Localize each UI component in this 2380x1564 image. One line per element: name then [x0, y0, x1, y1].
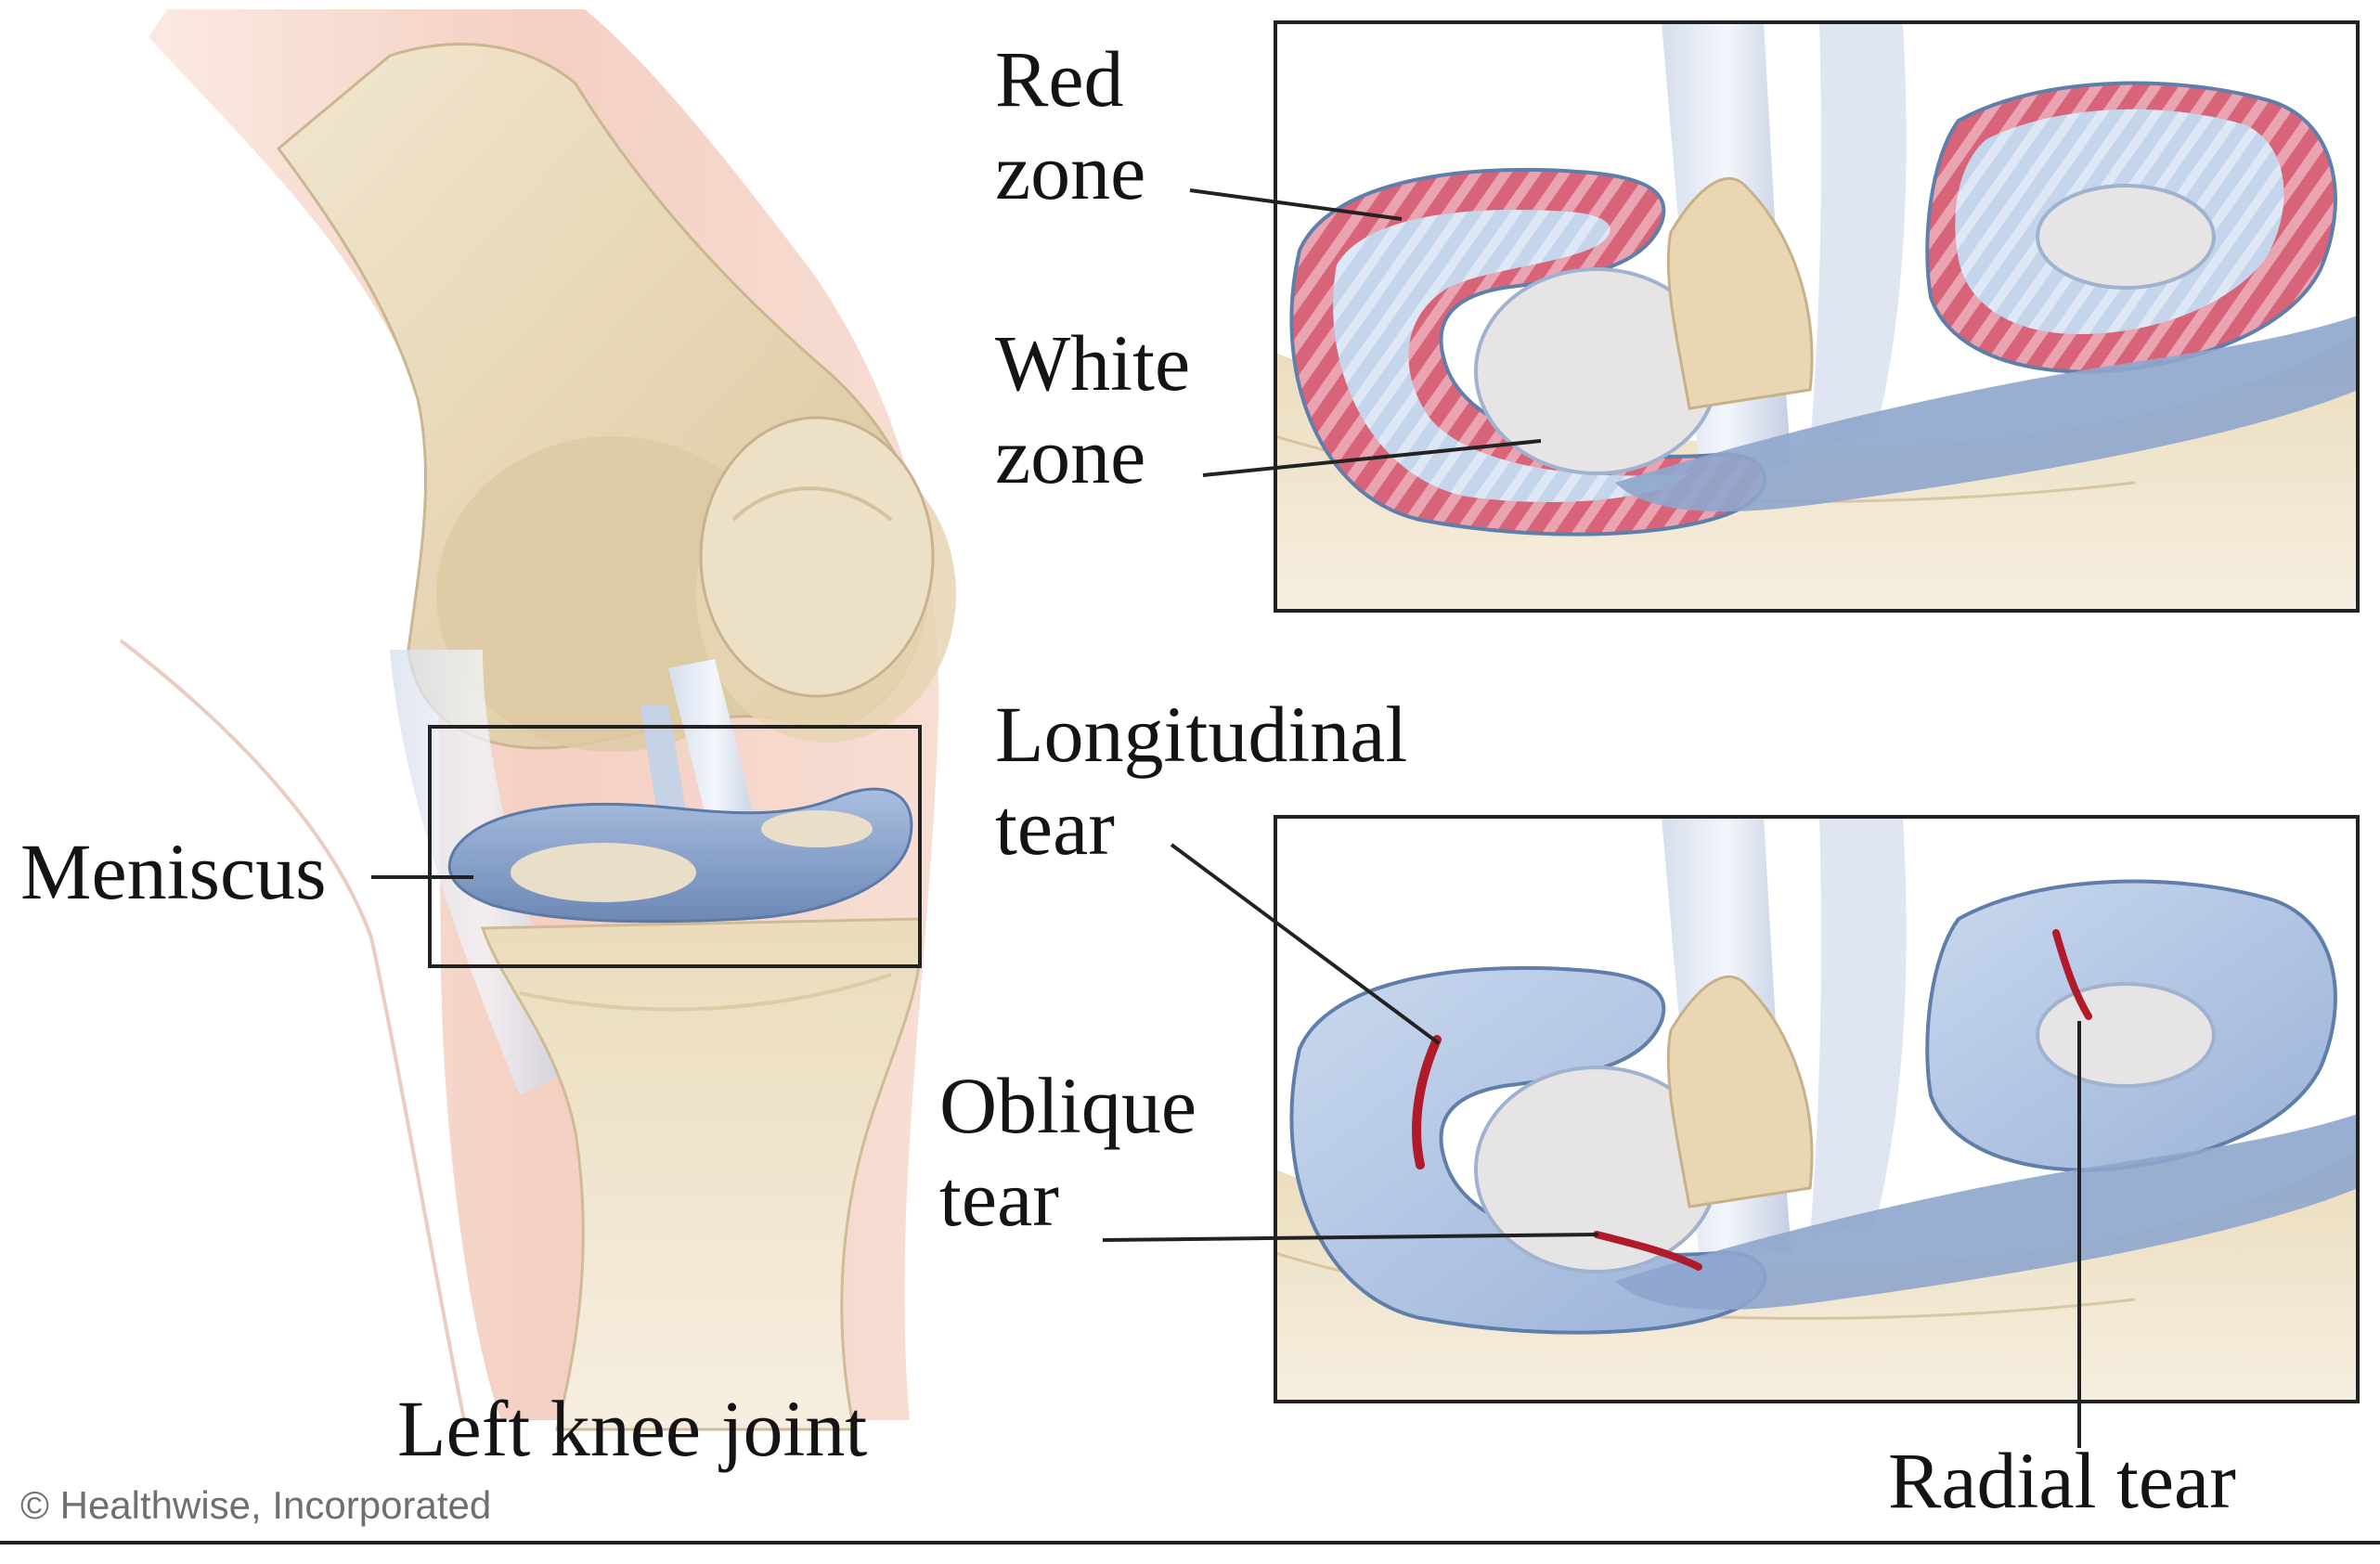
copyright-credit: © Healthwise, Incorporated [20, 1483, 492, 1527]
red-zone-label: Red zone [995, 34, 1146, 216]
radial-tear-label: Radial tear [1888, 1436, 2236, 1525]
longitudinal-tear-mark [1412, 1035, 1442, 1170]
tears-panel [1274, 815, 2360, 1403]
knee-joint-illustration [119, 9, 956, 1431]
meniscus-label: Meniscus [20, 827, 327, 916]
radial-tear-mark [2052, 929, 2092, 1020]
zones-panel-frame [1274, 20, 2360, 613]
tears-panel-frame [1274, 815, 2360, 1403]
zoom-box [428, 725, 922, 968]
leader-lines [371, 188, 2081, 1448]
oblique-tear-label: Oblique tear [939, 1061, 1197, 1243]
white-zone-label: White zone [995, 318, 1191, 500]
longitudinal-tear-label: Longitudinal tear [995, 690, 1408, 872]
oblique-tear-mark [1593, 1231, 1702, 1271]
left-knee-joint-label: Left knee joint [397, 1384, 868, 1473]
zones-panel [1274, 20, 2360, 613]
